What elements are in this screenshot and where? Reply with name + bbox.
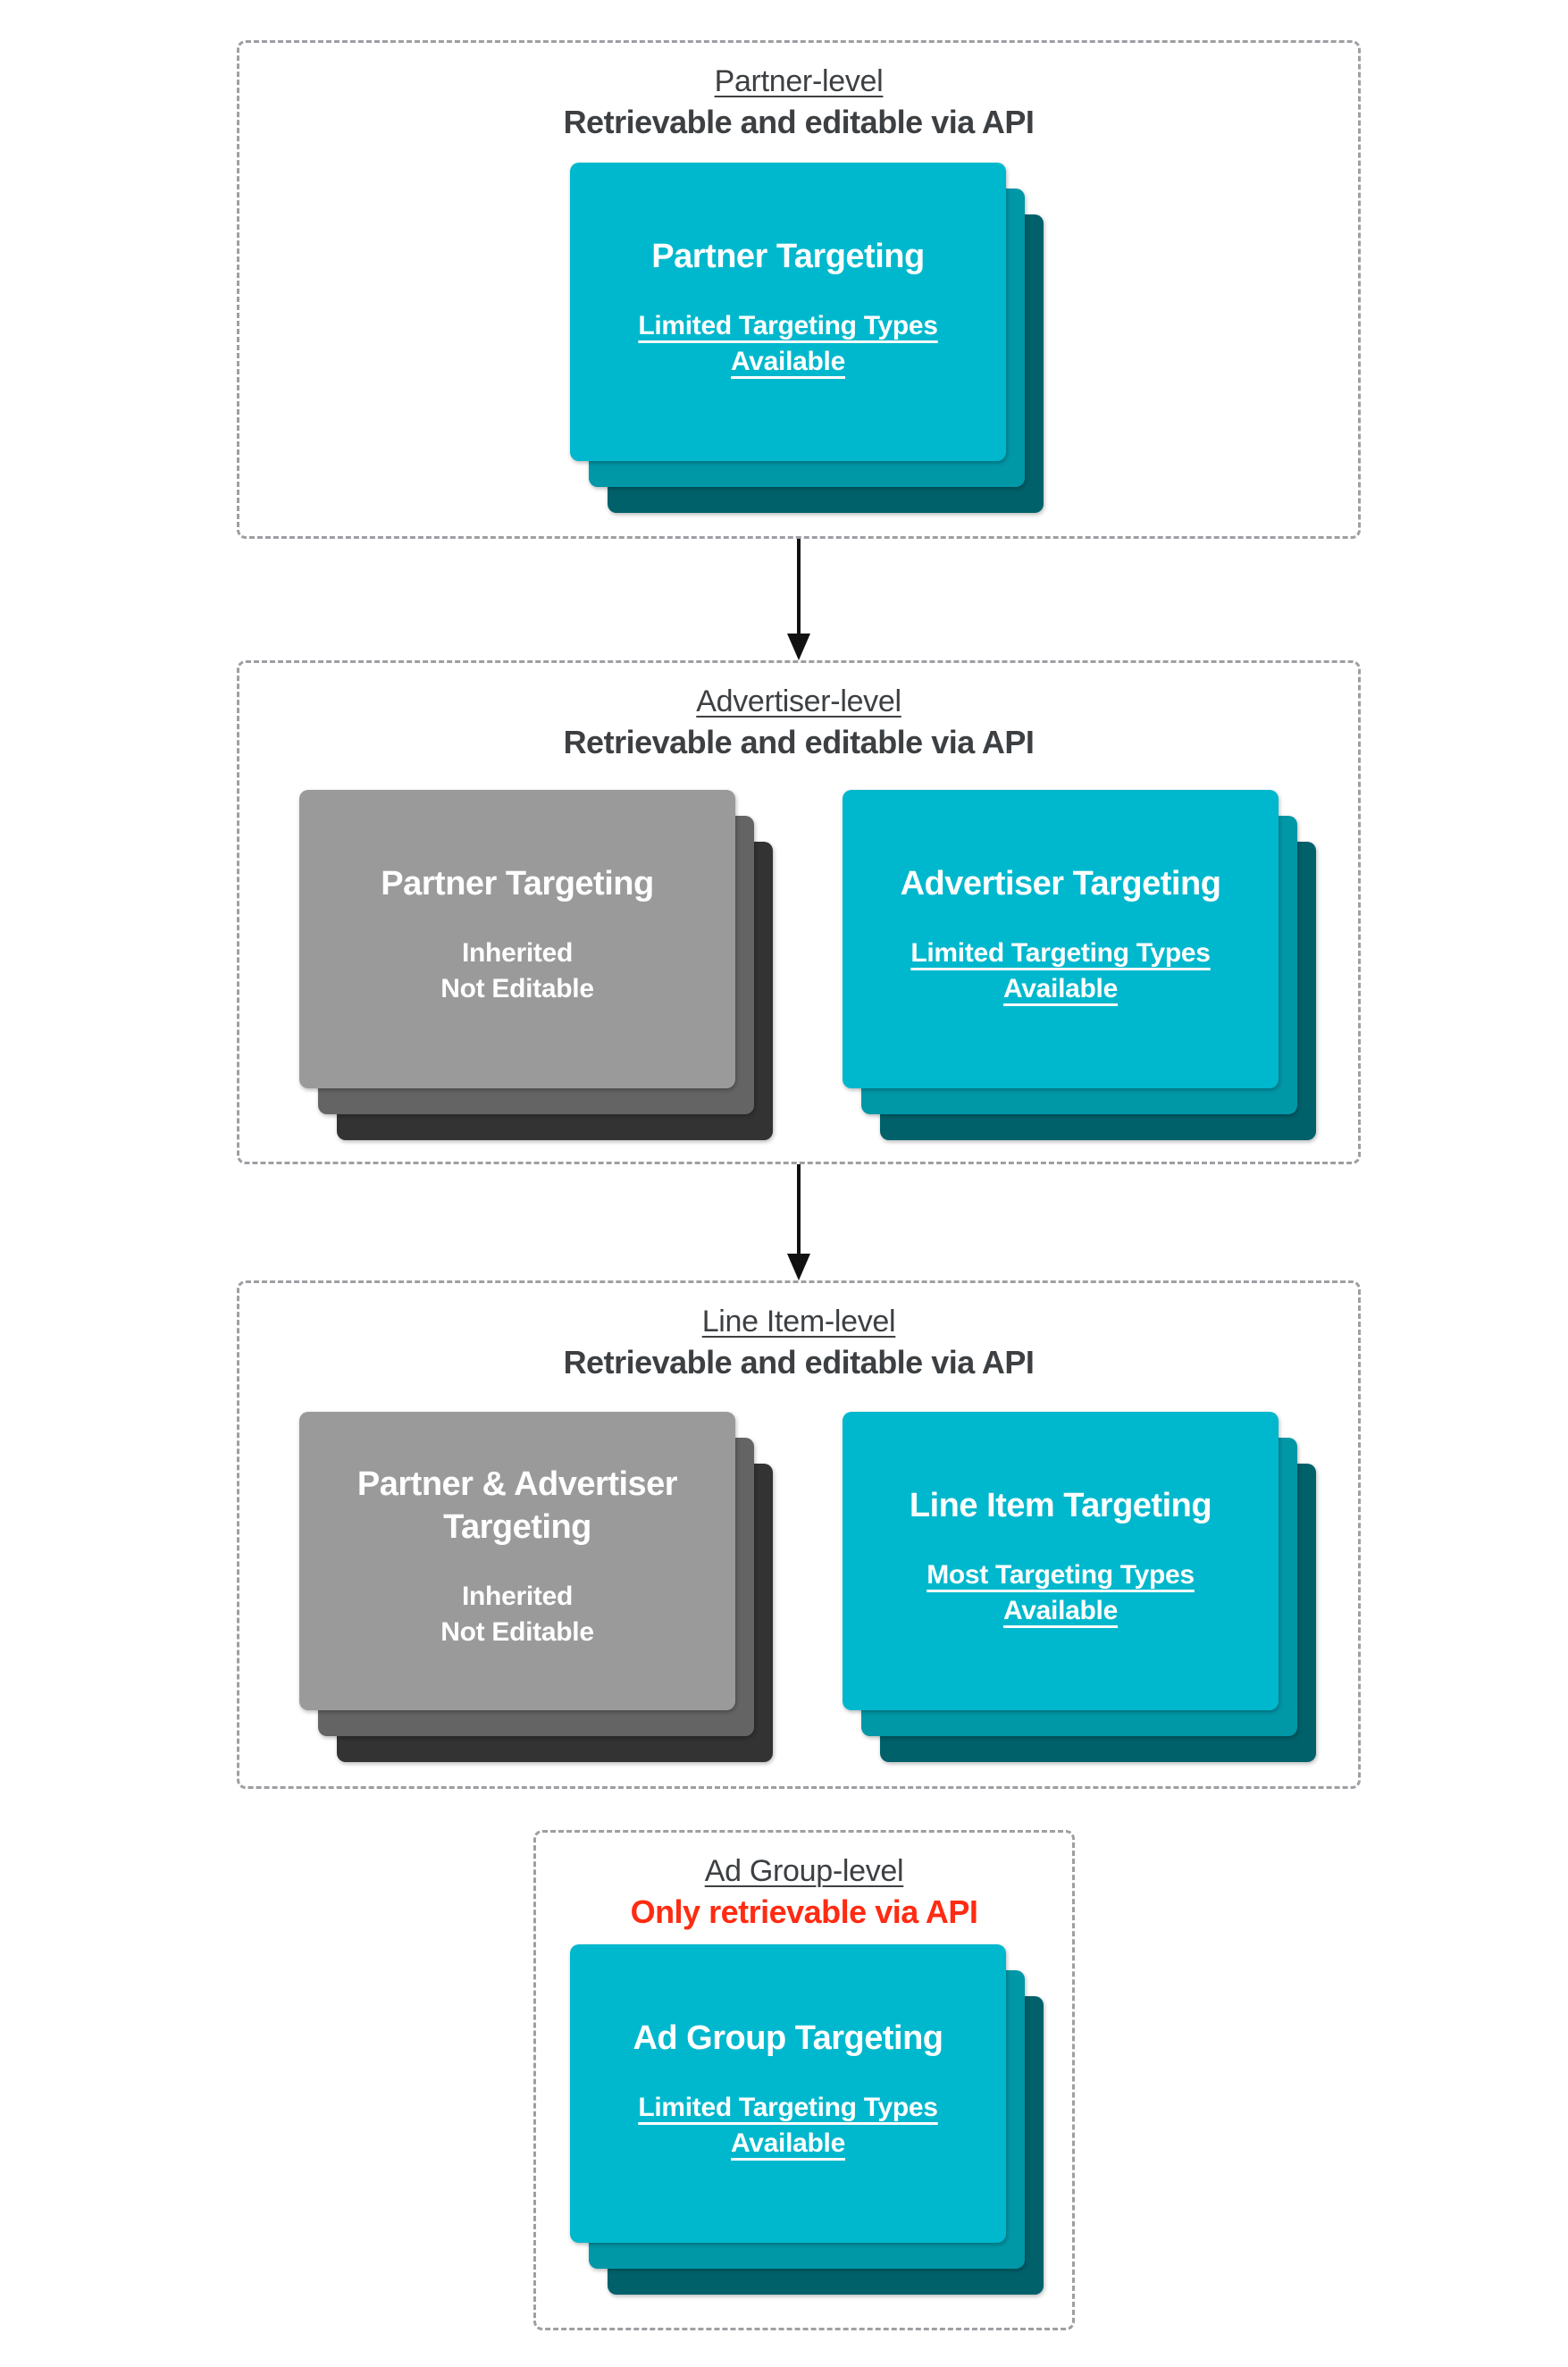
- card-note-line: Inherited: [462, 1582, 573, 1611]
- card-note-line: Available: [1003, 1596, 1118, 1625]
- section-partner-level: Partner-level Retrievable and editable v…: [237, 40, 1361, 539]
- card-face: Partner Targeting Inherited Not Editable: [299, 790, 735, 1088]
- card-note: Limited Targeting Types Available: [638, 2090, 938, 2161]
- flow-arrow-down: [787, 1164, 810, 1280]
- card-note-line: Limited Targeting Types: [638, 2093, 938, 2122]
- card-face: Ad Group Targeting Limited Targeting Typ…: [570, 1944, 1006, 2243]
- card-note-line: Not Editable: [440, 1617, 594, 1647]
- card-note: Inherited Not Editable: [440, 1579, 594, 1650]
- card-note: Limited Targeting Types Available: [910, 936, 1211, 1007]
- card-note-line: Not Editable: [440, 974, 594, 1003]
- card-title: Advertiser Targeting: [900, 865, 1221, 902]
- card-note-line: Available: [1003, 974, 1118, 1003]
- arrow-head-icon: [787, 1254, 810, 1280]
- card-note: Most Targeting Types Available: [927, 1557, 1195, 1629]
- card-note-line: Inherited: [462, 938, 573, 968]
- card-inherited-partner-advertiser-targeting: Partner & Advertiser Targeting Inherited…: [299, 1412, 773, 1762]
- section-ad-group-level: Ad Group-level Only retrievable via API …: [533, 1830, 1075, 2330]
- api-availability-label: Retrievable and editable via API: [563, 1344, 1035, 1381]
- card-inherited-partner-targeting: Partner Targeting Inherited Not Editable: [299, 790, 773, 1140]
- card-note-line: Limited Targeting Types: [638, 311, 938, 340]
- card-note-line: Limited Targeting Types: [910, 938, 1211, 968]
- card-advertiser-targeting: Advertiser Targeting Limited Targeting T…: [843, 790, 1316, 1140]
- card-partner-targeting: Partner Targeting Limited Targeting Type…: [570, 163, 1044, 513]
- arrow-shaft: [796, 539, 801, 634]
- card-title: Partner & Advertiser Targeting: [356, 1465, 678, 1546]
- card-line-item-targeting: Line Item Targeting Most Targeting Types…: [843, 1412, 1316, 1762]
- card-note: Limited Targeting Types Available: [638, 308, 938, 380]
- api-availability-label: Retrievable and editable via API: [563, 104, 1035, 140]
- arrow-head-icon: [787, 634, 810, 660]
- card-note-line: Most Targeting Types: [927, 1560, 1195, 1590]
- card-title: Line Item Targeting: [909, 1487, 1212, 1524]
- flow-arrow-down: [787, 539, 810, 660]
- api-availability-label: Only retrievable via API: [630, 1893, 978, 1930]
- card-face: Partner & Advertiser Targeting Inherited…: [299, 1412, 735, 1710]
- api-availability-label: Retrievable and editable via API: [563, 724, 1035, 760]
- card-face: Line Item Targeting Most Targeting Types…: [843, 1412, 1279, 1710]
- section-advertiser-level: Advertiser-level Retrievable and editabl…: [237, 660, 1361, 1164]
- level-title: Partner-level: [714, 64, 884, 98]
- card-note-line: Available: [731, 347, 845, 376]
- card-face: Partner Targeting Limited Targeting Type…: [570, 163, 1006, 461]
- level-title: Line Item-level: [701, 1305, 896, 1339]
- card-title: Ad Group Targeting: [633, 2019, 943, 2057]
- card-title: Partner Targeting: [651, 238, 925, 275]
- level-title: Ad Group-level: [704, 1854, 904, 1888]
- card-note: Inherited Not Editable: [440, 936, 594, 1007]
- arrow-shaft: [796, 1164, 801, 1254]
- level-title: Advertiser-level: [696, 684, 901, 718]
- section-line-item-level: Line Item-level Retrievable and editable…: [237, 1280, 1361, 1789]
- card-ad-group-targeting: Ad Group Targeting Limited Targeting Typ…: [570, 1944, 1044, 2295]
- card-face: Advertiser Targeting Limited Targeting T…: [843, 790, 1279, 1088]
- card-note-line: Available: [731, 2128, 845, 2158]
- card-title: Partner Targeting: [381, 865, 654, 902]
